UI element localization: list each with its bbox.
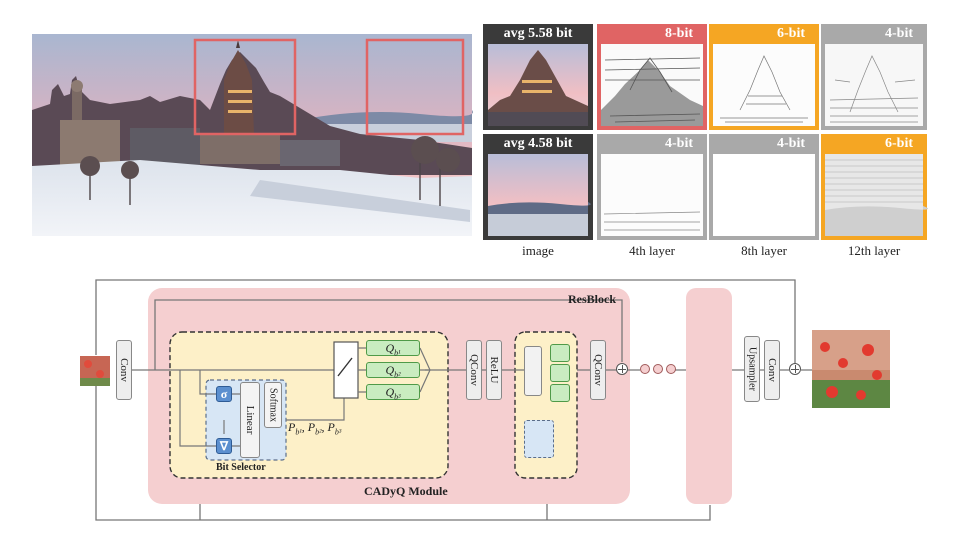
qconv2-label: QConv	[592, 354, 604, 386]
resblock-label: ResBlock	[568, 292, 616, 306]
conv-out-label: Conv	[766, 358, 778, 382]
caption-8th: 8th layer	[741, 243, 787, 258]
crop-box-sky	[365, 38, 465, 136]
upsampler-label: Upsampler	[746, 347, 758, 391]
relu-box: ReLU	[486, 340, 502, 400]
q-box-1: Qb¹	[366, 340, 420, 357]
crop-box-castle	[193, 38, 297, 136]
qconv2-box: QConv	[590, 340, 606, 400]
linear-label: Linear	[244, 405, 256, 435]
badge-r2-12th: 6-bit	[871, 134, 927, 154]
qconv1-label: QConv	[468, 354, 480, 386]
module2-gray-box	[524, 346, 542, 396]
caption-12th: 12th layer	[847, 243, 901, 258]
bottom-line	[95, 385, 711, 521]
module2-green-3	[550, 384, 570, 402]
prob-line	[286, 388, 345, 421]
badge-r2-8th: 4-bit	[763, 134, 819, 154]
badge-r1-12th: 4-bit	[871, 24, 927, 44]
linear-box: Linear	[240, 382, 260, 458]
softmax-box: Softmax	[264, 382, 282, 428]
switch-box	[333, 341, 359, 399]
prob-label: Pb¹, Pb², Pb³	[288, 420, 342, 437]
upsampler-box: Upsampler	[744, 336, 760, 402]
module2-green-1	[550, 344, 570, 362]
qconv1-box: QConv	[466, 340, 482, 400]
resblock-next	[686, 288, 732, 504]
q-box-2: Qb²	[366, 362, 420, 379]
relu-label: ReLU	[488, 356, 500, 384]
add-node-1	[616, 363, 628, 375]
selector-in-line-2	[199, 370, 216, 395]
caption-image: image	[522, 243, 554, 258]
module-label: CADyQ Module	[364, 484, 448, 498]
conv-in-box: Conv	[116, 340, 132, 400]
q-box-3: Qb³	[366, 384, 420, 401]
badge-r2-4th: 4-bit	[651, 134, 707, 154]
summary-badge-1: avg 5.58 bit	[483, 24, 593, 44]
grad-box: ∇	[216, 438, 232, 454]
conv-out-box: Conv	[764, 340, 780, 400]
badge-r1-8th: 6-bit	[763, 24, 819, 44]
sigma-box: σ	[216, 386, 232, 402]
selector-in-line	[179, 370, 216, 447]
badge-r1-4th: 8-bit	[651, 24, 707, 44]
bit-selector-label: Bit Selector	[216, 462, 266, 473]
output-thumbnail	[812, 330, 890, 408]
conv-in-label: Conv	[118, 358, 130, 382]
input-thumbnail	[80, 356, 110, 386]
module2-green-2	[550, 364, 570, 382]
module2-selector	[524, 420, 554, 458]
summary-badge-2: avg 4.58 bit	[483, 134, 593, 154]
softmax-label: Softmax	[267, 388, 279, 422]
add-node-2	[789, 363, 801, 375]
caption-4th: 4th layer	[629, 243, 675, 258]
global-skip-line	[95, 279, 796, 366]
resblock-skip	[154, 299, 623, 370]
